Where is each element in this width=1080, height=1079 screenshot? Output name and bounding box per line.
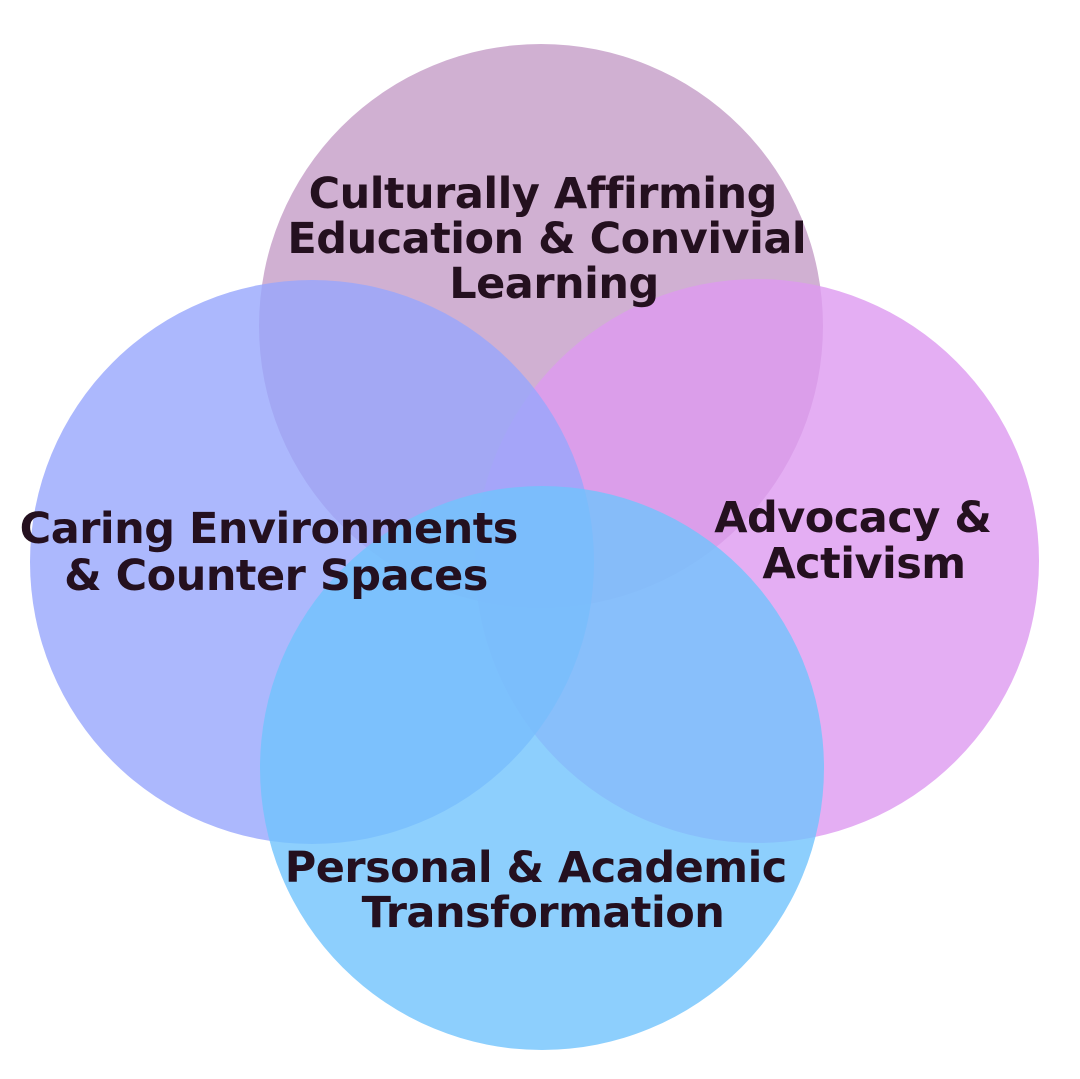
label-caring-environments-line-1: Caring Environments bbox=[20, 504, 518, 554]
circle-personal-academic bbox=[260, 486, 824, 1050]
label-advocacy-activism: Advocacy & Activism bbox=[714, 493, 1006, 589]
venn-labels: Culturally Affirming Education & Convivi… bbox=[20, 169, 1006, 938]
label-caring-environments-line-2: & Counter Spaces bbox=[64, 551, 488, 601]
venn-circles bbox=[30, 44, 1039, 1050]
label-caring-environments: Caring Environments & Counter Spaces bbox=[20, 504, 533, 601]
label-advocacy-activism-line-2: Activism bbox=[762, 539, 965, 589]
label-culturally-affirming-line-1: Culturally Affirming bbox=[309, 169, 777, 219]
label-advocacy-activism-line-1: Advocacy & bbox=[714, 493, 991, 543]
label-personal-academic-line-1: Personal & Academic bbox=[285, 843, 787, 893]
label-culturally-affirming-line-3: Learning bbox=[449, 259, 659, 309]
label-culturally-affirming: Culturally Affirming Education & Convivi… bbox=[287, 169, 820, 309]
label-personal-academic: Personal & Academic Transformation bbox=[285, 843, 802, 938]
label-culturally-affirming-line-2: Education & Convivial bbox=[287, 214, 806, 264]
label-personal-academic-line-2: Transformation bbox=[362, 888, 725, 938]
